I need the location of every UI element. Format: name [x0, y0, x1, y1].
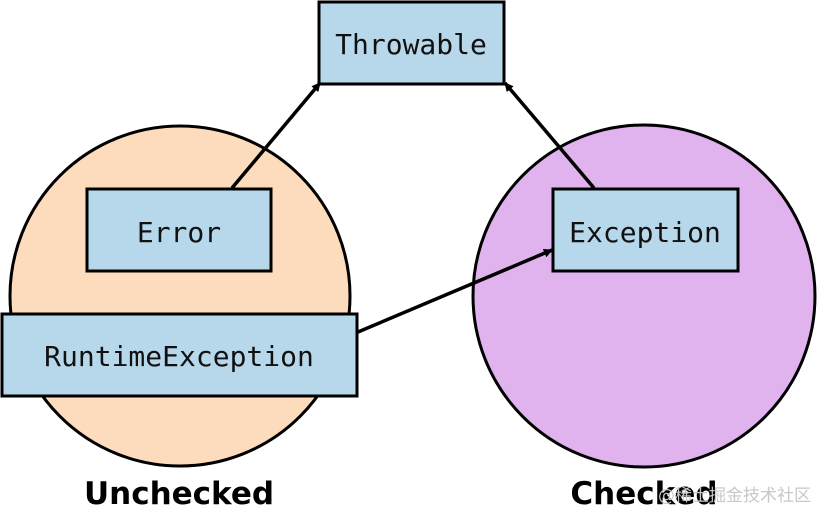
unchecked-label: Unchecked [84, 476, 274, 512]
watermark-text: @稀土掘金技术社区 [658, 486, 811, 506]
error-label: Error [137, 216, 221, 249]
checked-circle [471, 123, 817, 469]
runtime-exception-label: RuntimeException [44, 340, 314, 373]
throwable-box [317, 0, 506, 86]
unchecked-circle [8, 124, 352, 468]
error-box [85, 187, 273, 273]
exception-label: Exception [569, 216, 721, 249]
runtime-exception-box [0, 312, 359, 398]
arrow-exception-to-throwable [503, 81, 596, 190]
arrow-error-to-throwable [230, 81, 322, 190]
checked-label: Checked [570, 476, 717, 512]
exception-box [551, 187, 740, 273]
arrow-runtimeexception-to-exception [357, 248, 553, 334]
throwable-label: Throwable [335, 28, 487, 61]
